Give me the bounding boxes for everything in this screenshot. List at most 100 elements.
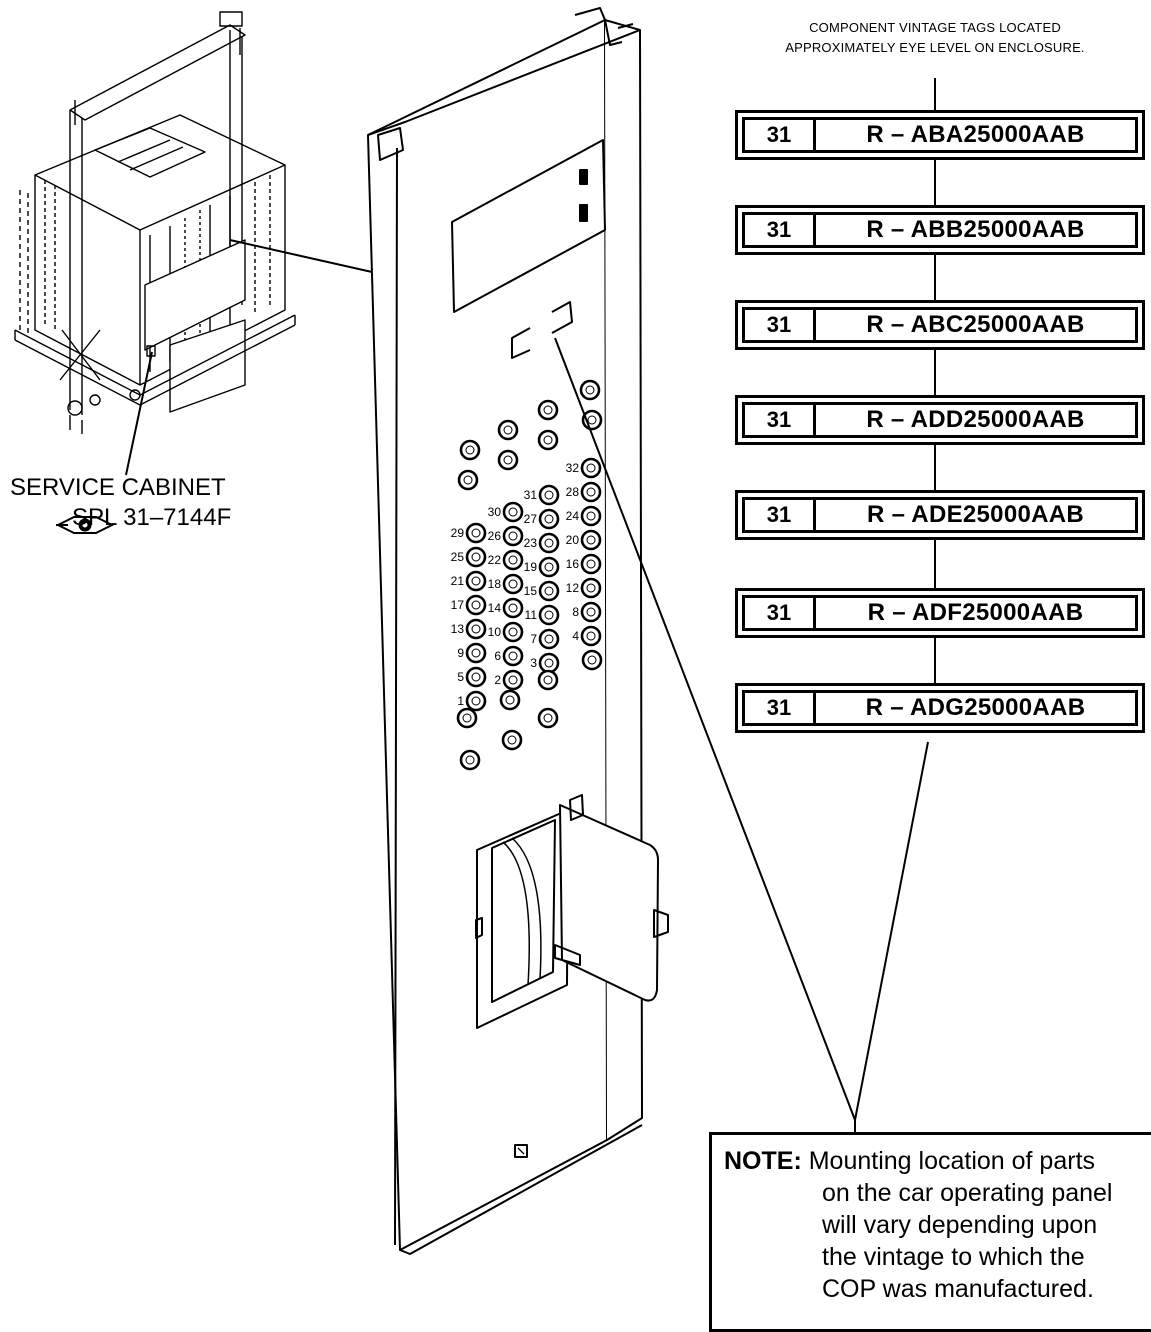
floor-button-24 [580,505,602,527]
floor-button-26-inner [508,531,518,541]
floor-button-3-inner [544,658,554,668]
function-button-12 [581,649,603,671]
floor-button-6 [502,645,524,667]
function-button-3-inner [543,405,553,415]
floor-button-30-inner [508,507,518,517]
floor-button-label: 23 [524,536,538,550]
floor-button-label: 4 [572,629,579,643]
vintage-tag-add: 31 R – ADD25000AAB [735,395,1145,445]
floor-button-14-inner [508,603,518,613]
function-button-2 [497,419,519,441]
floor-button-19-inner [544,562,554,572]
function-button-8-inner [587,415,597,425]
vintage-tag-ade: 31 R – ADE25000AAB [735,490,1145,540]
vintage-tag-adg: 31 R – ADG25000AAB [735,683,1145,733]
floor-button-23-inner [544,538,554,548]
floor-button-label: 31 [524,488,538,502]
vintage-tag-abc: 31 R – ABC25000AAB [735,300,1145,350]
floor-button-label: 28 [566,485,580,499]
function-button-7 [537,429,559,451]
function-button-5-inner [463,475,473,485]
floor-button-label: 25 [451,550,465,564]
caption-line-1: COMPONENT VINTAGE TAGS LOCATED [809,20,1061,35]
floor-button-27-inner [544,514,554,524]
function-button-10 [499,689,521,711]
floor-button-23 [538,532,560,554]
function-button-4-inner [585,385,595,395]
floor-button-label: 11 [525,608,538,622]
car-operating-panel [367,7,669,1255]
function-button-1-inner [465,445,475,455]
floor-button-label: 12 [566,581,580,595]
floor-button-17 [465,594,487,616]
vintage-tag-abb: 31 R – ABB25000AAB [735,205,1145,255]
tag-code: 31 [745,693,816,723]
tag-code: 31 [745,500,816,530]
floor-button-30 [502,501,524,523]
floor-button-21 [465,570,487,592]
tag-code: 31 [745,405,816,435]
function-button-11-inner [543,675,553,685]
floor-button-29-inner [471,528,481,538]
function-button-6 [497,449,519,471]
floor-button-19 [538,556,560,578]
function-button-13-inner [465,755,475,765]
tag-part-number: R – ABB25000AAB [866,216,1085,243]
function-button-3 [537,399,559,421]
floor-button-21-inner [471,576,481,586]
floor-button-12-inner [586,583,596,593]
tag-part-number: R – ADG25000AAB [865,694,1086,721]
floor-button-label: 27 [524,512,538,526]
floor-button-32-inner [586,463,596,473]
tag-code: 31 [745,120,816,150]
floor-button-20-inner [586,535,596,545]
service-cabinet-callout: SERVICE CABINET SPL 31–7144F [10,473,290,533]
function-button-11 [537,669,559,691]
function-button-2-inner [503,425,513,435]
vintage-tag-aba: 31 R – ABA25000AAB [735,110,1145,160]
floor-button-15 [538,580,560,602]
floor-button-28-inner [586,487,596,497]
cabinet-to-cop-leader [229,239,373,273]
floor-button-5 [465,666,487,688]
floor-button-22-inner [508,555,518,565]
function-button-4 [579,379,601,401]
note-line-2: on the car operating panel [822,1179,1113,1207]
floor-button-13 [465,618,487,640]
floor-button-label: 14 [488,601,502,615]
floor-button-10 [502,621,524,643]
floor-button-25 [465,546,487,568]
floor-button-label: 3 [530,656,537,670]
floor-button-4 [580,625,602,647]
function-button-14-inner [507,735,517,745]
note-line-5: COP was manufactured. [822,1275,1094,1303]
note-label: NOTE: [724,1147,802,1175]
floor-button-8-inner [586,607,596,617]
floor-button-label: 30 [488,505,502,519]
function-button-15 [537,707,559,729]
floor-button-label: 18 [488,577,502,591]
floor-button-31-inner [544,490,554,500]
note-leader-lines [554,337,929,1132]
floor-button-24-inner [586,511,596,521]
function-button-12-inner [587,655,597,665]
tag-code: 31 [745,598,816,628]
note-line-1: Mounting location of parts [808,1147,1096,1175]
floor-button-25-inner [471,552,481,562]
floor-button-12 [580,577,602,599]
floor-button-label: 21 [451,574,465,588]
floor-button-label: 16 [566,557,580,571]
floor-button-11-inner [544,610,554,620]
floor-button-9 [465,642,487,664]
floor-button-15-inner [544,586,554,596]
floor-button-18-inner [508,579,518,589]
floor-button-label: 5 [457,670,464,684]
tag-part-number: R – ADD25000AAB [866,406,1085,433]
caption-line-2: APPROXIMATELY EYE LEVEL ON ENCLOSURE. [785,40,1085,55]
floor-button-5-inner [471,672,481,682]
floor-button-4-inner [586,631,596,641]
floor-button-3 [538,652,560,674]
tag-code: 31 [745,215,816,245]
floor-button-14 [502,597,524,619]
floor-button-16 [580,553,602,575]
